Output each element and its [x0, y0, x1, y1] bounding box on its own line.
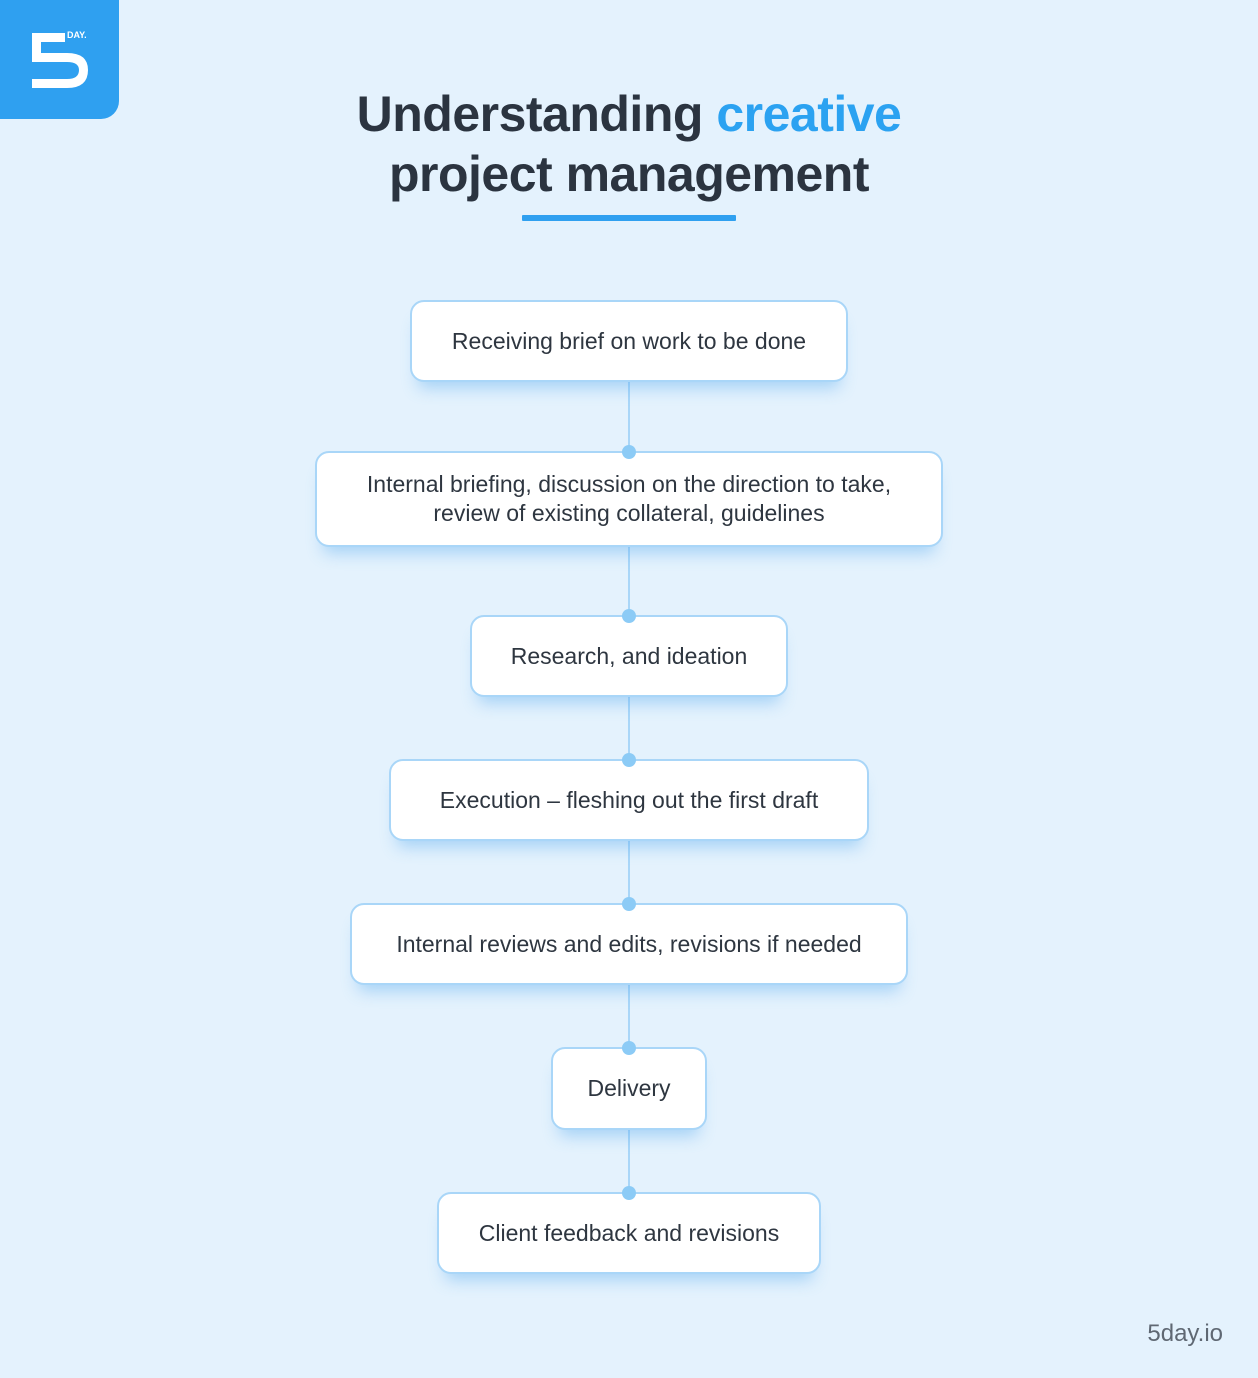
- connector-dot-1: [622, 445, 636, 459]
- connector-dot-4: [622, 897, 636, 911]
- connector-dot-3: [622, 753, 636, 767]
- connector-6: [628, 1129, 630, 1193]
- title-accent: creative: [716, 86, 902, 142]
- five-day-logo-icon: DAY.: [32, 30, 88, 88]
- step-5-label: Internal reviews and edits, revisions if…: [396, 930, 862, 957]
- step-5-internal-reviews: Internal reviews and edits, revisions if…: [350, 903, 908, 985]
- step-1-label: Receiving brief on work to be done: [451, 327, 807, 354]
- step-3-label: Research, and ideation: [510, 642, 748, 669]
- page-title: Understanding creative project managemen…: [0, 84, 1258, 204]
- connector-4: [628, 840, 630, 904]
- step-7-label: Client feedback and revisions: [478, 1219, 780, 1246]
- brand-logo: DAY.: [0, 0, 119, 119]
- step-4-execution: Execution – fleshing out the first draft: [389, 759, 869, 841]
- logo-text: DAY.: [67, 30, 87, 40]
- title-underline: [522, 215, 736, 221]
- connector-dot-2: [622, 609, 636, 623]
- connector-dot-6: [622, 1186, 636, 1200]
- step-2-internal-briefing: Internal briefing, discussion on the dir…: [315, 451, 943, 547]
- step-2-label-line2: review of existing collateral, guideline…: [433, 500, 825, 526]
- connector-3: [628, 696, 630, 760]
- step-3-research: Research, and ideation: [470, 615, 788, 697]
- step-7-client-feedback: Client feedback and revisions: [437, 1192, 821, 1274]
- step-2-label: Internal briefing, discussion on the dir…: [366, 471, 892, 497]
- connector-dot-5: [622, 1041, 636, 1055]
- connector-2: [628, 546, 630, 616]
- step-1-receiving-brief: Receiving brief on work to be done: [410, 300, 848, 382]
- step-4-label: Execution – fleshing out the first draft: [439, 786, 819, 813]
- step-6-label: Delivery: [587, 1075, 671, 1101]
- title-part1: Understanding: [356, 86, 704, 142]
- connector-5: [628, 984, 630, 1048]
- connector-1: [628, 381, 630, 452]
- footer-url[interactable]: 5day.io: [1147, 1320, 1223, 1347]
- step-6-delivery: Delivery: [551, 1047, 707, 1130]
- title-line2: project management: [388, 146, 870, 202]
